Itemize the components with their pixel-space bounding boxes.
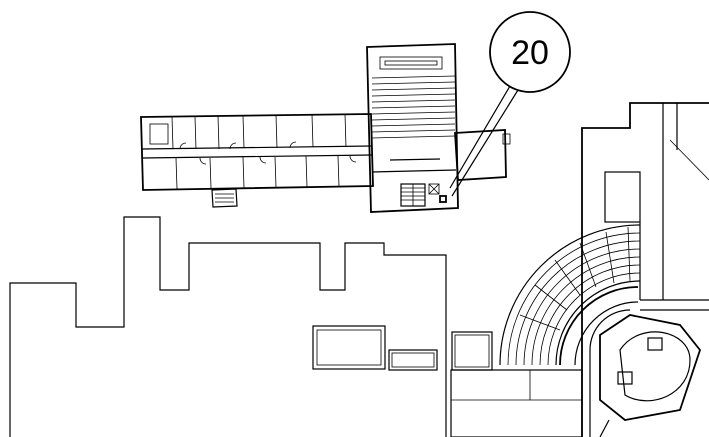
callout-leader-line-a [449, 85, 511, 189]
auditorium-seating [371, 75, 456, 139]
callout-leader-line-b [451, 89, 519, 197]
right-tower-outline [581, 102, 709, 437]
callout-circle [489, 11, 571, 93]
callout-marker: 20 [449, 11, 571, 197]
lower-left-building [9, 216, 447, 437]
inner-hall [599, 314, 702, 421]
curved-seating-fan [499, 224, 641, 366]
lower-left-room-a [312, 325, 386, 370]
auditorium-outline [366, 43, 459, 213]
callout-number: 20 [511, 34, 549, 72]
right-building [450, 102, 709, 437]
east-annex [454, 129, 507, 181]
lower-left-room-b [388, 349, 438, 371]
lower-right-base [450, 369, 583, 437]
west-wing-outline [140, 113, 374, 191]
top-building [140, 43, 511, 213]
